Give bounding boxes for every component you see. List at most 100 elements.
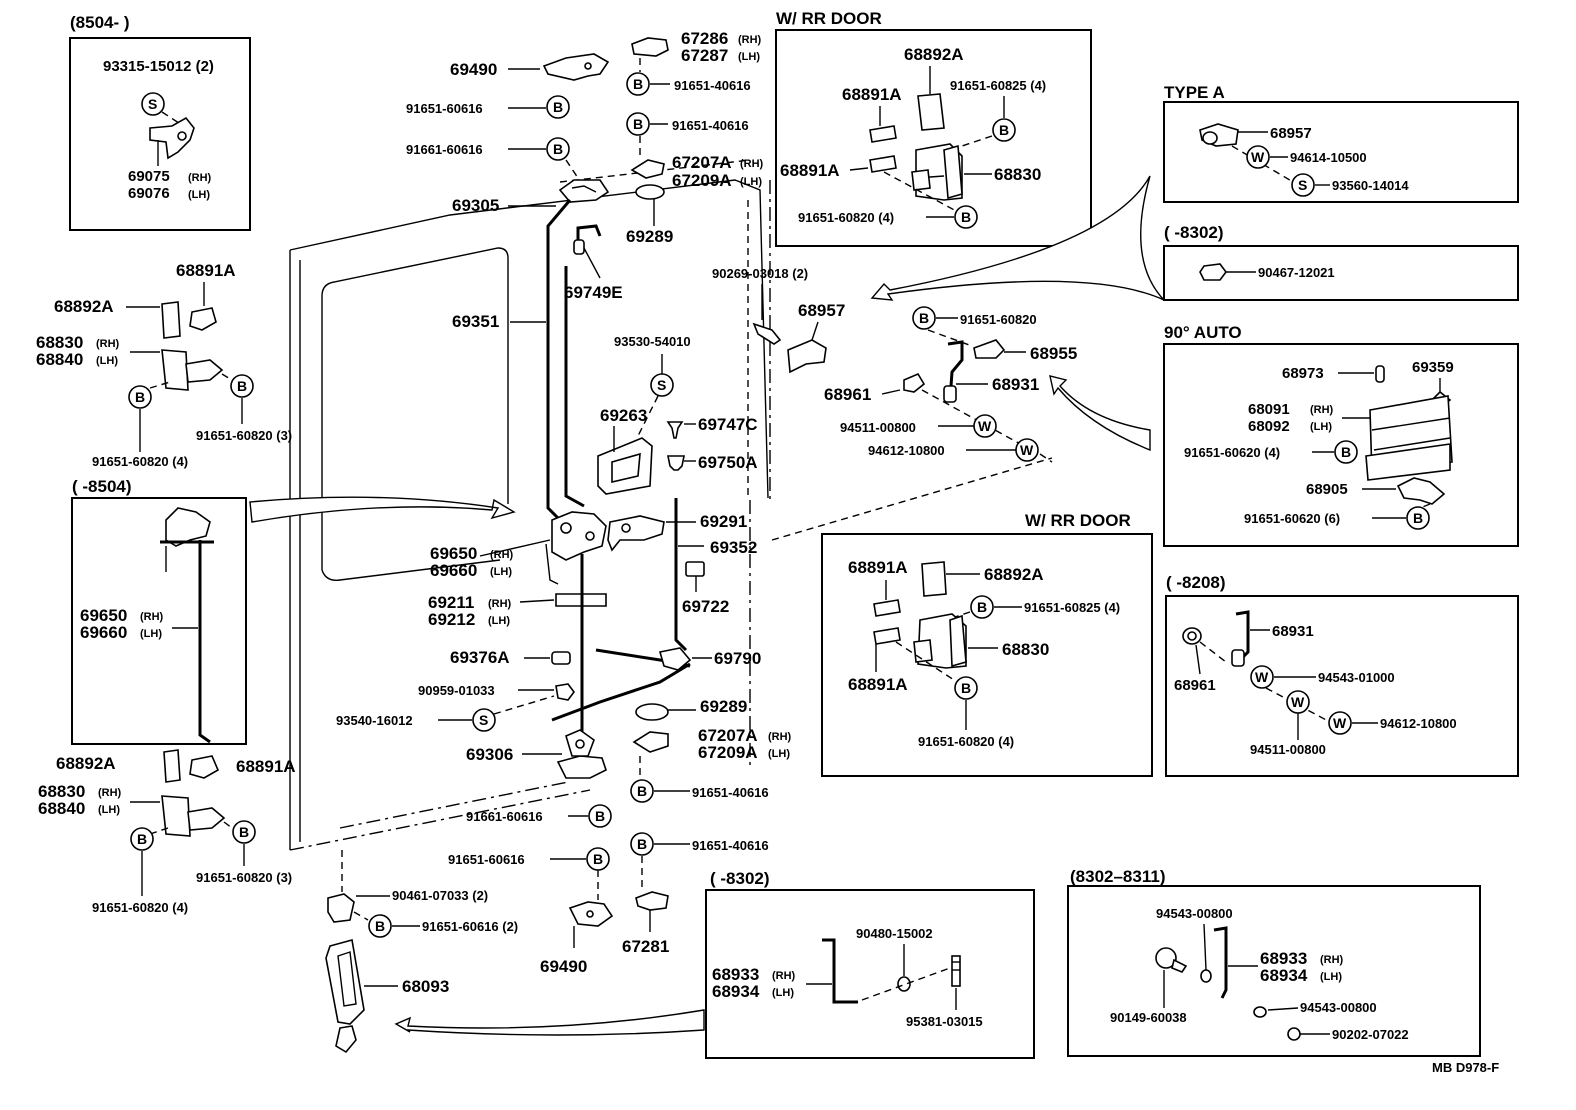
part-number: 90202-07022: [1332, 1027, 1409, 1042]
part-number: 90467-12021: [1258, 265, 1335, 280]
screw-symbol-s: S: [1291, 173, 1315, 197]
part-number: 69289: [700, 697, 747, 716]
door-lock-assembly: [545, 511, 665, 585]
part-number: 68961: [824, 385, 871, 404]
part-number: 69747C: [698, 415, 758, 434]
part-number: 93315-15012 (2): [103, 58, 214, 75]
part-number: 94511-00800: [840, 420, 916, 435]
upper-latch: [558, 179, 610, 203]
part-number: 69076: [128, 185, 170, 202]
washer-symbol-w: W: [1015, 438, 1039, 462]
part-number: 95381-03015: [906, 1014, 983, 1029]
svg-text:(LH): (LH): [738, 51, 760, 63]
part-number: 90269-03018 (2): [712, 266, 808, 281]
part-number: 68934: [1260, 966, 1308, 985]
hinge-icon: [911, 143, 963, 201]
svg-text:B: B: [637, 836, 647, 852]
svg-text:B: B: [637, 783, 647, 799]
part-number: 69660: [80, 623, 127, 642]
part-number: 68891A: [848, 675, 908, 694]
part-number: 91651-40616: [692, 838, 769, 853]
svg-text:B: B: [375, 918, 385, 934]
bolt-symbol-s: S: [141, 92, 165, 116]
svg-text:(RH): (RH): [96, 338, 120, 350]
box-header: TYPE A: [1164, 83, 1225, 102]
svg-text:B: B: [593, 851, 603, 867]
detail-box-8302-r: ( -8302) 90467-12021: [1163, 223, 1519, 301]
part-number: 90959-01033: [418, 683, 495, 698]
part-number: 67281: [622, 937, 669, 956]
washer-symbol-w: W: [1246, 145, 1270, 169]
bolt-symbol-b: B: [970, 595, 994, 619]
bolt-symbol-b: B: [954, 676, 978, 700]
bolt-symbol-b: B: [586, 847, 610, 871]
part-number: 69212: [428, 610, 475, 629]
svg-text:W: W: [1333, 715, 1347, 731]
part-number: 68830: [1002, 640, 1049, 659]
svg-text:B: B: [595, 808, 605, 824]
bolt-symbol-b: B: [630, 779, 654, 803]
part-number: 91661-60616: [406, 142, 483, 157]
detail-box-rr-door-mid: W/ RR DOOR: [821, 511, 1153, 777]
bolt-symbol-b: B: [230, 374, 254, 398]
part-number: 68933: [1260, 949, 1307, 968]
part-number: 91651-60616 (2): [422, 919, 518, 934]
part-number: 68957: [1270, 125, 1312, 142]
bolt-symbol-b: B: [546, 137, 570, 161]
svg-text:(RH): (RH): [98, 787, 122, 799]
hinge-icon: [913, 613, 967, 669]
clip-small: [573, 239, 585, 255]
screw-symbol-s: S: [472, 708, 496, 732]
svg-text:(LH): (LH): [140, 628, 162, 640]
arrow-bottom-to-strap: [394, 1009, 705, 1036]
bolt-symbol-b: B: [546, 95, 570, 119]
hinge-set-lower: 68892A 68891A 68830 (RH) 68840 (LH) B B …: [38, 749, 296, 915]
lock-bracket-icon: [149, 116, 195, 160]
part-number: 94612-10800: [1380, 716, 1457, 731]
box-header: (8504- ): [70, 13, 130, 32]
grommet-icon: [1182, 627, 1202, 645]
part-number: 68973: [1282, 365, 1324, 382]
bolt-symbol-b: B: [128, 385, 152, 409]
part-number: 68905: [1306, 481, 1348, 498]
part-number: 68931: [1272, 623, 1314, 640]
box-header: (8302–8311): [1070, 867, 1165, 886]
check-bracket: [327, 893, 355, 923]
striker-plate-lower: [632, 731, 669, 753]
svg-text:B: B: [919, 310, 929, 326]
part-number: 68957: [798, 301, 845, 320]
part-number: 69263: [600, 406, 647, 425]
lock-control-cluster: 90269-03018 (2) 68957 B 91651-60820 6895…: [712, 266, 1077, 463]
part-number: 69306: [466, 745, 513, 764]
vertical-rod-right: [674, 498, 688, 652]
part-number: 69490: [450, 60, 497, 79]
part-number: 91651-60820 (4): [92, 900, 188, 915]
part-number: 93560-14014: [1332, 178, 1409, 193]
svg-text:B: B: [135, 389, 145, 405]
arrow-8504-to-door: [249, 496, 516, 523]
box-header: ( -8302): [1164, 223, 1224, 242]
svg-text:(RH): (RH): [738, 34, 762, 46]
washer-symbol-w: W: [1250, 665, 1274, 689]
part-number: 68891A: [842, 85, 902, 104]
part-number: 68891A: [780, 161, 840, 180]
arrow-auto-to-lock: [1049, 375, 1151, 452]
svg-text:(RH): (RH): [140, 611, 164, 623]
inside-handle: [597, 437, 653, 495]
part-number: 94543-01000: [1318, 670, 1395, 685]
bolt-symbol-b: B: [1406, 506, 1430, 530]
detail-box-8504-on: (8504- ) 93315-15012 (2) S 69075 (RH) 69…: [69, 13, 251, 231]
part-number: 69790: [714, 649, 761, 668]
svg-text:B: B: [999, 122, 1009, 138]
svg-text:S: S: [657, 377, 666, 393]
svg-text:B: B: [553, 141, 563, 157]
part-number: 69376A: [450, 648, 510, 667]
detail-box-type-a: TYPE A 68957 W 94614-10500 S 93560-14014: [1163, 83, 1519, 203]
part-number: 91651-60825 (4): [950, 78, 1046, 93]
part-number: 69359: [1412, 359, 1454, 376]
svg-text:(LH): (LH): [1310, 421, 1332, 433]
remote-control-rod: [551, 647, 692, 722]
part-number: 69660: [430, 561, 477, 580]
part-number: 68840: [38, 799, 85, 818]
box-header: ( -8504): [72, 477, 132, 496]
